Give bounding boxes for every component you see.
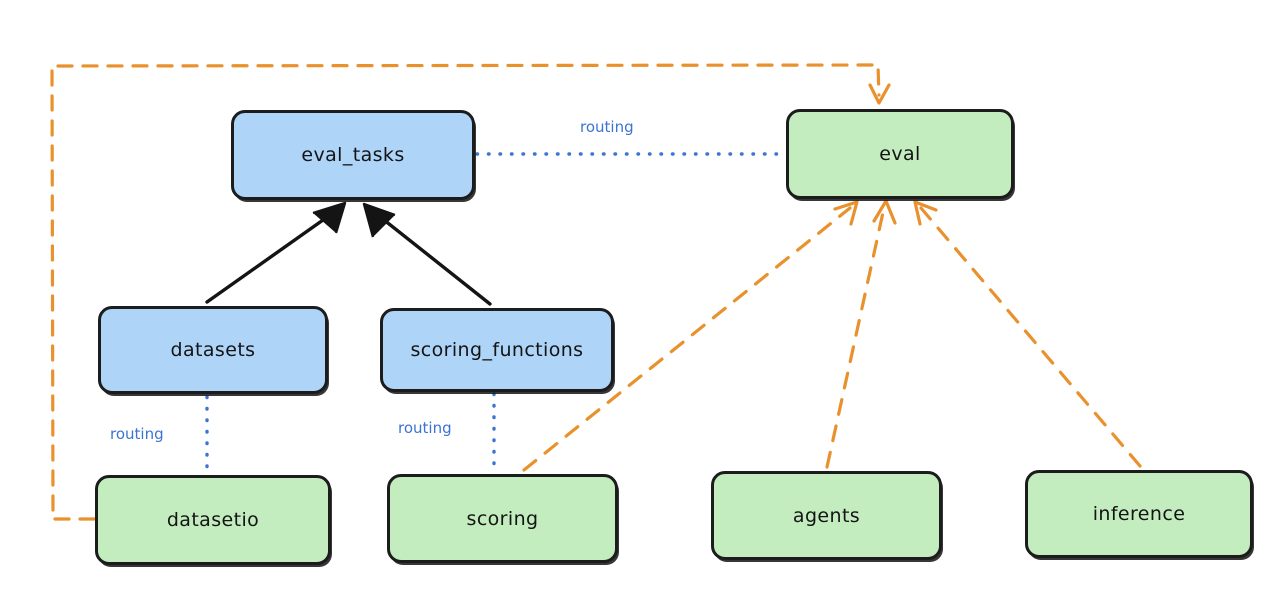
node-scoring-functions-label: scoring_functions (410, 339, 584, 361)
edge-label-routing-datasets-datasetio: routing (110, 425, 164, 443)
edge-datasets-to-eval_tasks (205, 206, 342, 304)
node-agents[interactable]: agents (711, 471, 942, 560)
node-eval-tasks-label: eval_tasks (301, 144, 405, 166)
node-eval[interactable]: eval (786, 109, 1014, 199)
node-datasetio[interactable]: datasetio (95, 475, 331, 565)
edge-datasetio-to-eval-arrowhead (868, 83, 891, 105)
node-inference-label: inference (1092, 503, 1186, 525)
edge-datasets-to-eval_tasks-arrowhead (312, 201, 347, 234)
edge-agents-to-eval (825, 206, 886, 469)
edge-label-routing-scoring-functions-scoring: routing (398, 419, 452, 437)
node-datasetio-label: datasetio (166, 509, 260, 531)
edge-inference-to-eval (919, 206, 1142, 468)
edge-datasetio-to-eval (50, 63, 881, 521)
node-scoring-label: scoring (466, 507, 539, 530)
node-datasets-label: datasets (170, 339, 256, 361)
node-scoring[interactable]: scoring (387, 474, 618, 563)
edge-scoring_functions-to-eval_tasks (367, 206, 492, 306)
edge-scoring-to-eval (522, 206, 852, 472)
node-eval-label: eval (879, 143, 921, 165)
node-eval-tasks[interactable]: eval_tasks (231, 110, 475, 200)
node-inference[interactable]: inference (1025, 470, 1253, 558)
edge-inference-to-eval-arrowhead (913, 200, 938, 226)
node-agents-label: agents (792, 504, 861, 527)
node-datasets[interactable]: datasets (98, 306, 328, 394)
node-scoring-functions[interactable]: scoring_functions (380, 308, 614, 392)
edge-agents-to-eval-arrowhead (872, 199, 897, 225)
edge-scoring_functions-to-eval_tasks-arrowhead (362, 202, 396, 238)
edge-scoring-to-eval-arrowhead (833, 200, 859, 226)
edge-label-routing-eval-tasks-eval: routing (580, 118, 634, 136)
